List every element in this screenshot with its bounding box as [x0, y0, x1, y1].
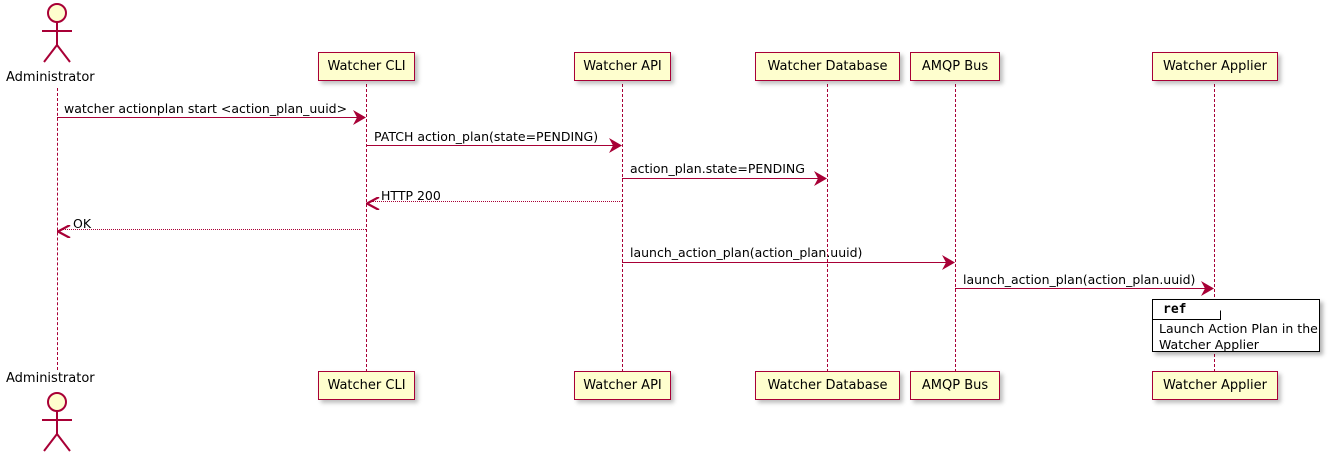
message-line-3	[622, 178, 821, 179]
participant-label: Watcher Applier	[1163, 59, 1267, 74]
message-line-7	[955, 288, 1208, 289]
message-label-1: watcher actionplan start <action_plan_uu…	[64, 101, 348, 116]
actor-label-administrator-bottom: Administrator	[6, 371, 95, 386]
participant-label: Watcher CLI	[327, 59, 406, 74]
message-arrowhead-2	[609, 138, 623, 157]
actor-label-administrator-top: Administrator	[6, 70, 95, 85]
participant-watcher-applier-bottom[interactable]: Watcher Applier	[1152, 371, 1278, 400]
message-line-5	[63, 229, 366, 230]
participant-watcher-database-bottom[interactable]: Watcher Database	[755, 371, 900, 400]
message-line-1	[57, 117, 360, 118]
actor-administrator-bottom	[32, 391, 82, 453]
message-arrowhead-5	[55, 223, 71, 242]
participant-amqp-bus-top[interactable]: AMQP Bus	[910, 52, 1000, 81]
participant-label: AMQP Bus	[921, 378, 989, 393]
lifeline-watcher-applier	[1214, 84, 1215, 372]
participant-label: Watcher CLI	[327, 378, 406, 393]
participant-label: Watcher API	[583, 378, 662, 393]
participant-watcher-applier-top[interactable]: Watcher Applier	[1152, 52, 1278, 81]
message-arrowhead-7	[1201, 281, 1215, 300]
participant-label: Watcher Database	[767, 59, 888, 74]
participant-label: Watcher API	[583, 59, 662, 74]
ref-fragment-body: Launch Action Plan in the Watcher Applie…	[1159, 321, 1318, 352]
message-arrowhead-6	[942, 255, 956, 274]
ref-fragment-tab: ref	[1153, 300, 1221, 320]
ref-fragment-box: ref Launch Action Plan in the Watcher Ap…	[1152, 299, 1320, 352]
participant-label: AMQP Bus	[921, 59, 989, 74]
participant-watcher-database-top[interactable]: Watcher Database	[755, 52, 900, 81]
participant-watcher-cli-bottom[interactable]: Watcher CLI	[318, 371, 415, 400]
message-arrowhead-4	[364, 195, 380, 214]
participant-label: Watcher Applier	[1163, 378, 1267, 393]
message-label-2: PATCH action_plan(state=PENDING)	[374, 129, 599, 144]
message-arrowhead-3	[814, 171, 828, 190]
message-label-6: launch_action_plan(action_plan.uuid)	[630, 245, 863, 260]
message-line-6	[622, 262, 949, 263]
ref-fragment-tab-label: ref	[1163, 302, 1187, 317]
lifeline-watcher-database	[827, 84, 828, 372]
message-line-4	[372, 201, 622, 202]
message-label-4: HTTP 200	[381, 188, 441, 203]
lifeline-watcher-cli	[366, 84, 367, 372]
participant-watcher-api-bottom[interactable]: Watcher API	[574, 371, 671, 400]
lifeline-watcher-api	[622, 84, 623, 372]
lifeline-administrator	[57, 88, 58, 370]
message-arrowhead-1	[353, 110, 367, 129]
message-label-3: action_plan.state=PENDING	[630, 161, 805, 176]
participant-watcher-cli-top[interactable]: Watcher CLI	[318, 52, 415, 81]
lifeline-amqp-bus	[955, 84, 956, 372]
message-label-7: launch_action_plan(action_plan.uuid)	[963, 272, 1196, 287]
participant-amqp-bus-bottom[interactable]: AMQP Bus	[910, 371, 1000, 400]
message-line-2	[366, 145, 616, 146]
participant-watcher-api-top[interactable]: Watcher API	[574, 52, 671, 81]
actor-administrator-top	[32, 2, 82, 64]
participant-label: Watcher Database	[767, 378, 888, 393]
message-label-5: OK	[73, 216, 92, 231]
